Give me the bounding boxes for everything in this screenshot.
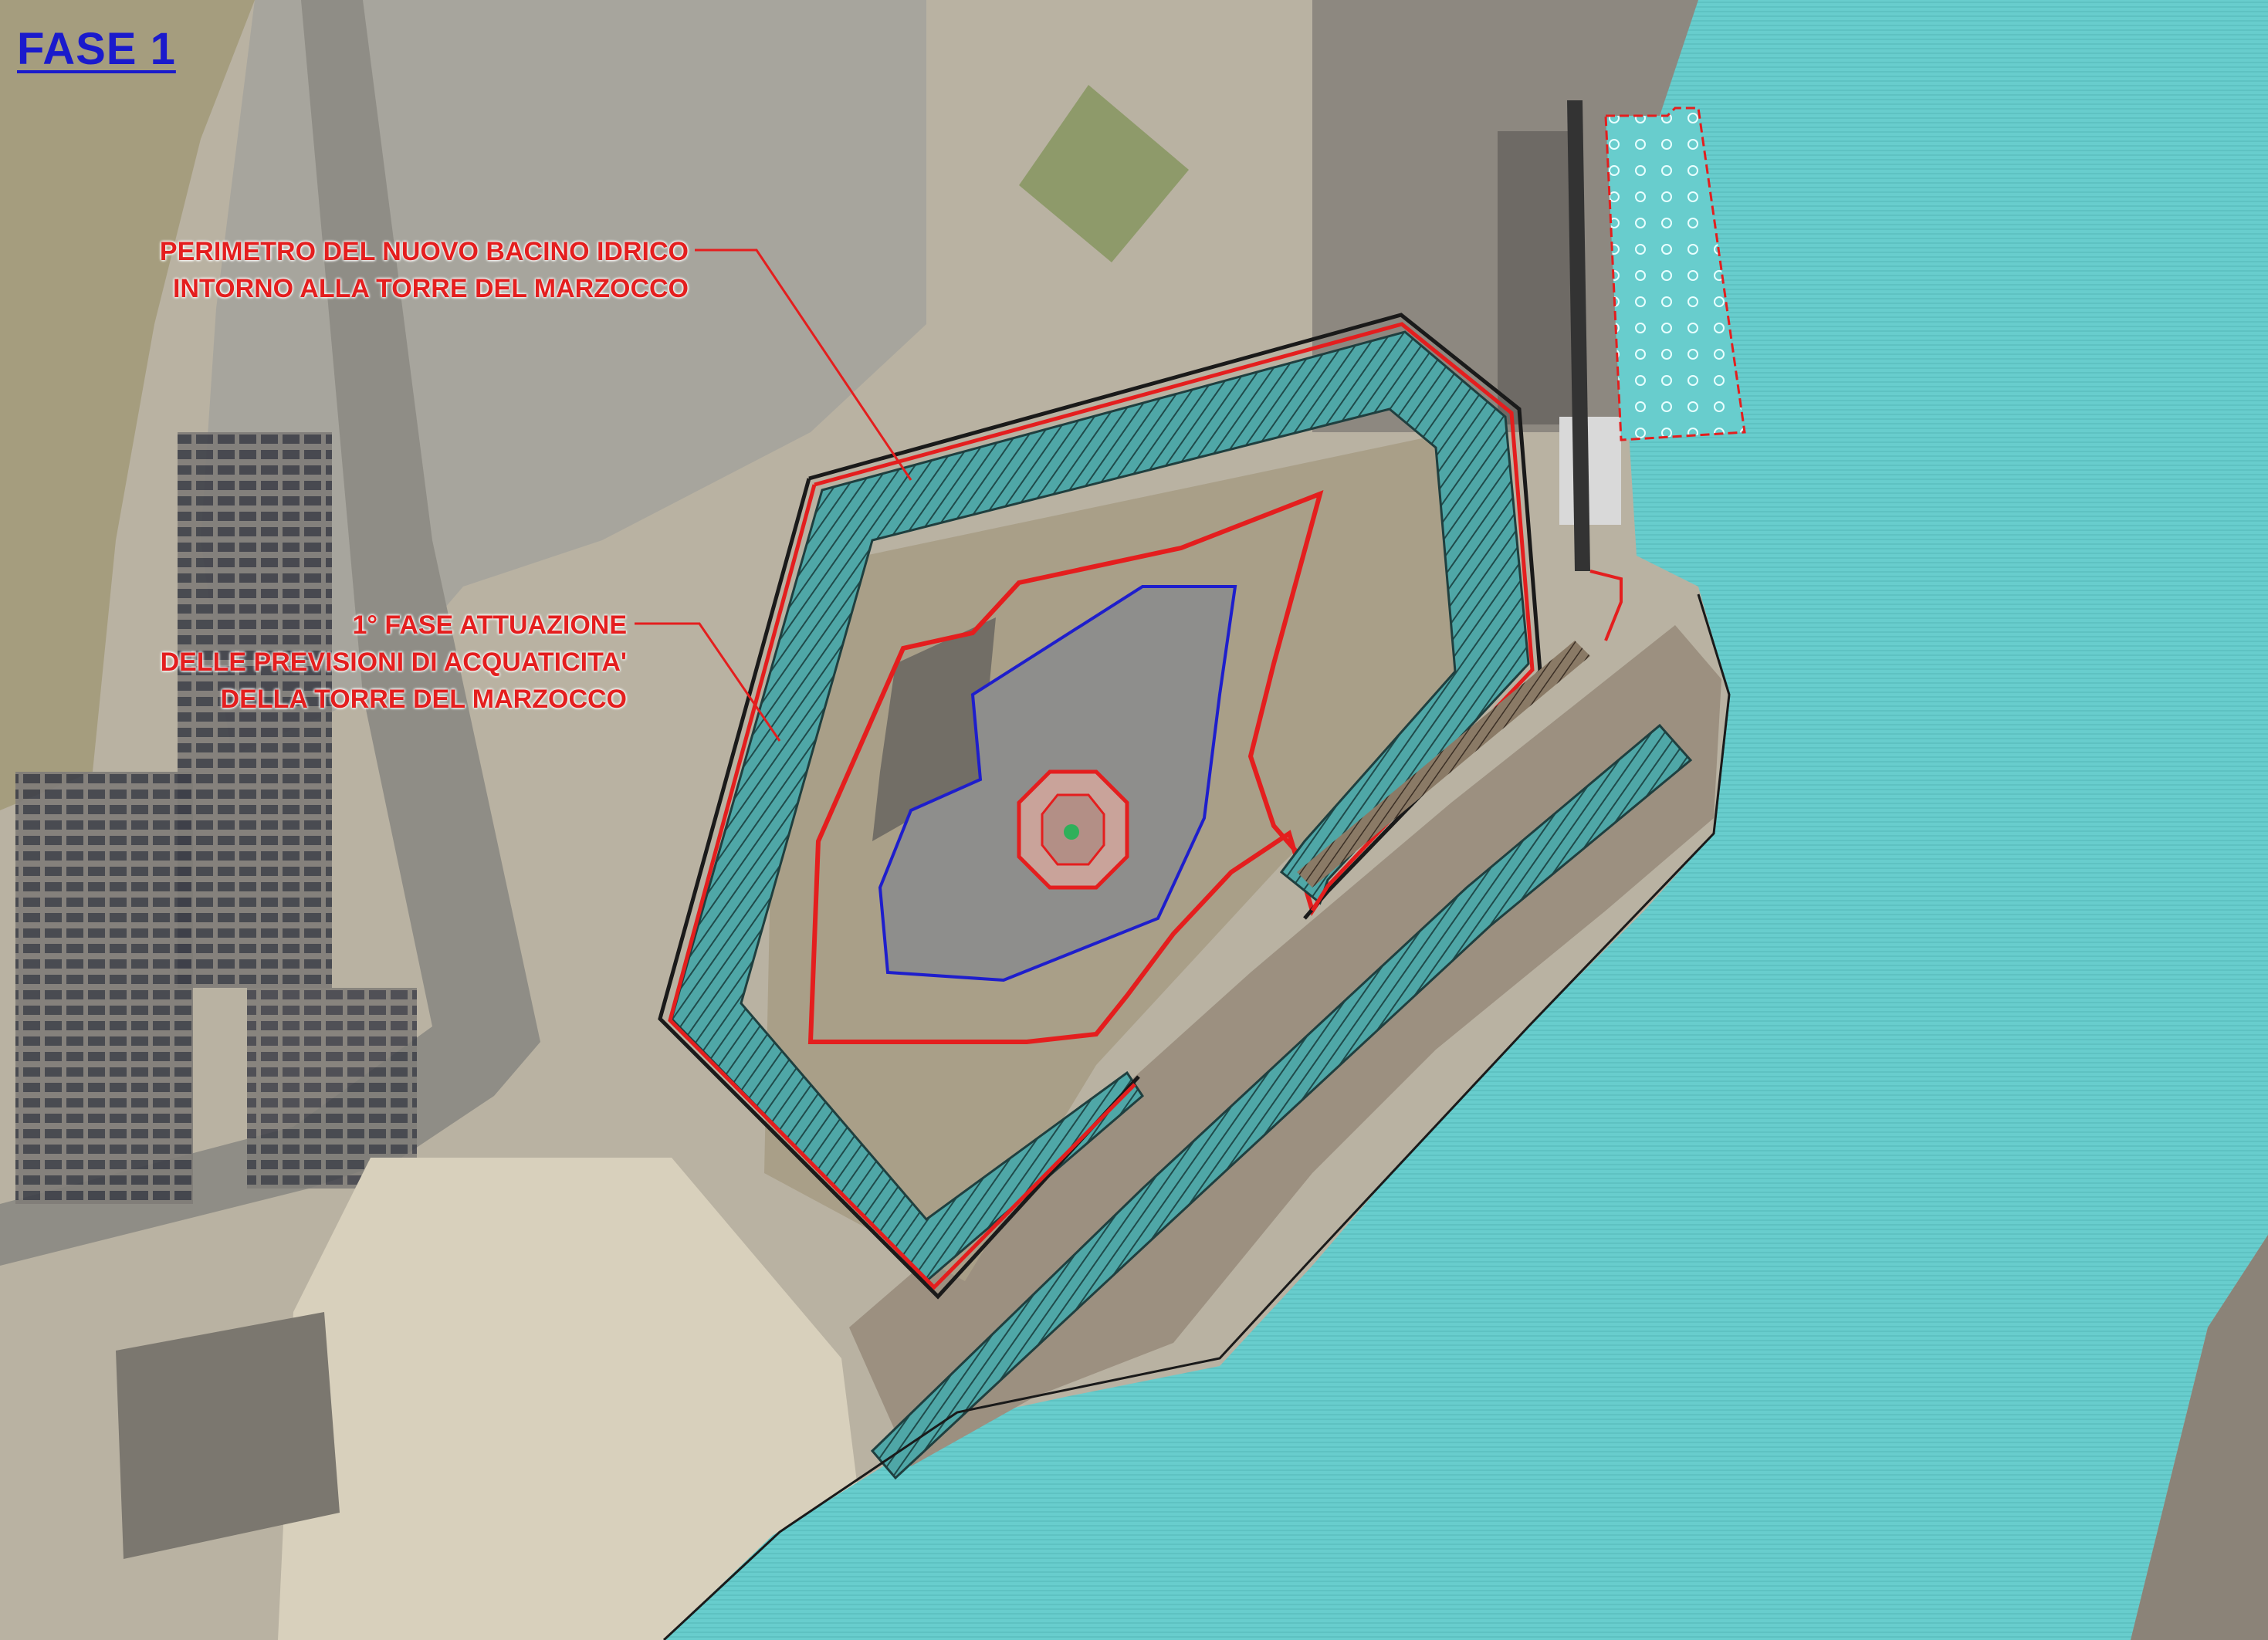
green-square bbox=[1019, 85, 1189, 262]
perimeter-annotation: PERIMETRO DEL NUOVO BACINO IDRICO INTORN… bbox=[160, 233, 689, 307]
leader-phase bbox=[635, 622, 781, 742]
building bbox=[1498, 131, 1583, 424]
phase-1-outline bbox=[807, 490, 1331, 1044]
basin-perimeter-red bbox=[668, 322, 1535, 1290]
phase-title: FASE 1 bbox=[17, 24, 176, 74]
annotation-line: DELLA TORRE DEL MARZOCCO bbox=[220, 685, 627, 714]
canal-wall bbox=[1567, 100, 1590, 571]
annotation-line: PERIMETRO DEL NUOVO BACINO IDRICO bbox=[159, 237, 689, 266]
leader-perimeter bbox=[695, 249, 912, 481]
phase-annotation: 1° FASE ATTUAZIONE DELLE PREVISIONI DI A… bbox=[161, 607, 627, 718]
seaward-wall-cap bbox=[1297, 641, 1590, 888]
parking-lot bbox=[247, 988, 417, 1189]
annotation-line: INTORNO ALLA TORRE DEL MARZOCCO bbox=[172, 274, 689, 303]
main-road bbox=[0, 0, 540, 1266]
seaward-wall bbox=[870, 723, 1693, 1480]
building bbox=[1559, 417, 1621, 525]
basin-wall bbox=[670, 330, 1530, 1283]
pier bbox=[1604, 107, 1746, 441]
sea bbox=[664, 0, 2268, 1640]
torre-del-marzocco bbox=[1017, 769, 1129, 890]
dark-lot bbox=[116, 1312, 340, 1559]
sandy-area bbox=[278, 1158, 865, 1640]
rocky-shore bbox=[849, 625, 1721, 1466]
quay bbox=[2131, 1235, 2268, 1640]
shoreline bbox=[662, 593, 1731, 1640]
outer-perimeter-black bbox=[658, 313, 1542, 1300]
canal-line bbox=[1589, 570, 1623, 641]
west-field bbox=[0, 0, 255, 810]
annotation-line: DELLE PREVISIONI DI ACQUATICITA' bbox=[160, 648, 627, 677]
parking-lot bbox=[178, 432, 332, 988]
annotation-line: 1° FASE ATTUAZIONE bbox=[352, 610, 627, 640]
parking-lot bbox=[15, 772, 193, 1204]
